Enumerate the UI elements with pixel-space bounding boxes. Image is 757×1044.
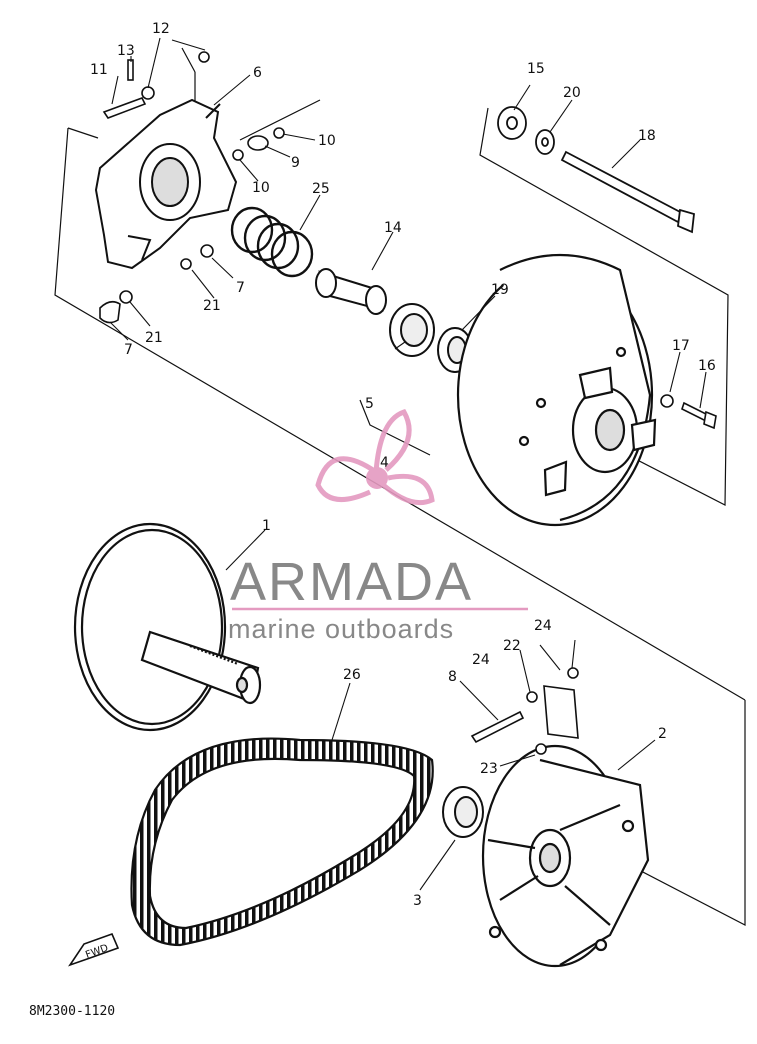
callout-21b: 21 (145, 330, 163, 346)
secondary-bushing (442, 786, 484, 838)
callout-4: 4 (380, 455, 389, 471)
callout-7b: 7 (124, 342, 133, 358)
propeller-logo (315, 408, 435, 506)
fwd-arrow: FWD (68, 932, 120, 967)
compression-spring (230, 206, 314, 278)
fixed-sheave-spider (94, 98, 238, 270)
pin-and-plate (470, 667, 579, 755)
callout-14: 14 (384, 220, 402, 236)
callout-25: 25 (312, 181, 330, 197)
spacer-collar (315, 268, 387, 315)
callout-17: 17 (672, 338, 690, 354)
watermark-brand: ARMADA (230, 552, 473, 612)
v-belt (130, 737, 434, 947)
callout-13: 13 (117, 43, 135, 59)
callout-3: 3 (413, 893, 422, 909)
callout-24a: 24 (472, 652, 490, 668)
callout-6: 6 (253, 65, 262, 81)
callout-10a: 10 (318, 133, 336, 149)
callout-22: 22 (503, 638, 521, 654)
callout-10b: 10 (252, 180, 270, 196)
callout-20: 20 (563, 85, 581, 101)
callout-8: 8 (448, 669, 457, 685)
callout-labels: 1 2 3 4 5 6 7 7 8 9 10 10 11 12 13 14 15… (90, 21, 716, 909)
callout-9: 9 (291, 155, 300, 171)
callout-16: 16 (698, 358, 716, 374)
callout-2: 2 (658, 726, 667, 742)
sheave-fasteners (660, 394, 717, 430)
diagram-code: 8M2300-1120 (29, 1004, 115, 1019)
callout-11: 11 (90, 62, 108, 78)
callout-12: 12 (152, 21, 170, 37)
callout-19: 19 (491, 282, 509, 298)
callout-5: 5 (365, 396, 374, 412)
spider-hardware (99, 51, 285, 324)
movable-sheave (456, 253, 657, 527)
bushing (389, 303, 435, 357)
watermark-tagline: marine outboards (228, 614, 454, 644)
callout-23: 23 (480, 761, 498, 777)
primary-sheave-shaft (73, 522, 262, 732)
callout-15: 15 (527, 61, 545, 77)
callout-1: 1 (262, 518, 271, 534)
callout-21a: 21 (203, 298, 221, 314)
stationary-sheave (481, 744, 650, 968)
callout-24b: 24 (534, 618, 552, 634)
callout-7a: 7 (236, 280, 245, 296)
leader-lines (109, 37, 707, 891)
bolt-assembly (497, 106, 695, 234)
armada-watermark: ARMADA marine outboards (228, 408, 528, 644)
callout-18: 18 (638, 128, 656, 144)
callout-26: 26 (343, 667, 361, 683)
group-outline (54, 47, 746, 926)
